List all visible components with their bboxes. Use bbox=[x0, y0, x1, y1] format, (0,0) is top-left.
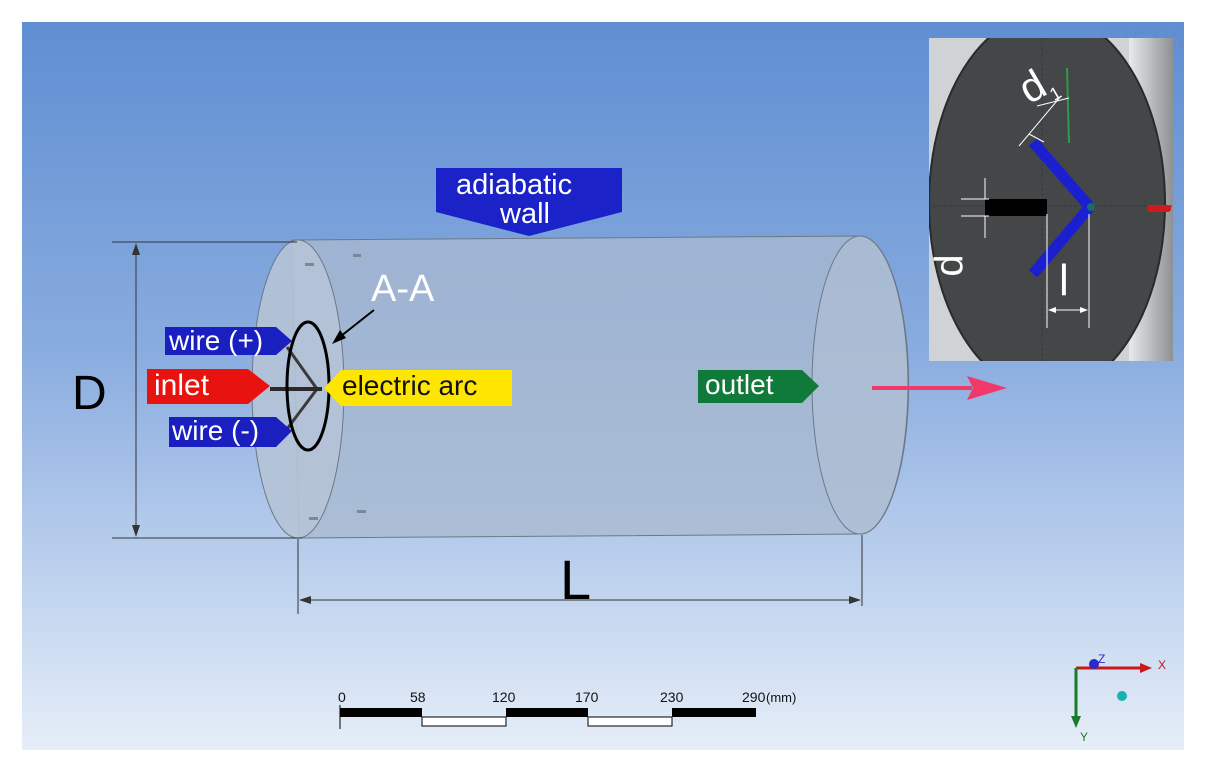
inlet-label: inlet bbox=[154, 369, 210, 402]
cylinder-drawing bbox=[112, 168, 1007, 614]
wire-positive-label: wire (+) bbox=[169, 325, 264, 356]
axis-z-label: Z bbox=[1098, 652, 1106, 666]
wire-negative-tag bbox=[169, 417, 292, 447]
adiabatic-wall-label-line1: adiabatic bbox=[456, 169, 573, 201]
scale-tick-120: 120 bbox=[492, 689, 516, 705]
inset-d-label: d bbox=[929, 254, 972, 277]
diameter-label: D bbox=[72, 367, 107, 420]
scale-tick-170: 170 bbox=[575, 689, 599, 705]
outlet-face bbox=[811, 235, 909, 535]
inlet-tag bbox=[147, 369, 270, 404]
axis-x-label: X bbox=[1158, 658, 1167, 672]
scale-unit: (mm) bbox=[766, 690, 797, 705]
section-label: A-A bbox=[371, 268, 435, 310]
scale-tick-0: 0 bbox=[338, 689, 346, 705]
outlet-label: outlet bbox=[705, 369, 774, 400]
electric-arc-label: electric arc bbox=[342, 370, 478, 401]
outlet-tag bbox=[698, 370, 819, 403]
adiabatic-wall-label-line2: wall bbox=[500, 198, 550, 230]
axis-triad: X Z Y bbox=[1062, 652, 1172, 747]
scale-tick-290: 290 bbox=[742, 689, 766, 705]
inset-wire-positive bbox=[1028, 138, 1094, 210]
length-label: L bbox=[560, 548, 592, 611]
section-inset: d1 d l bbox=[929, 38, 1173, 361]
model-viewport: adiabatic wall A-A wire (+) inlet wire (… bbox=[22, 22, 1184, 750]
scale-tick-230: 230 bbox=[660, 689, 684, 705]
inset-wire-negative bbox=[1028, 204, 1094, 278]
axis-y-label: Y bbox=[1080, 730, 1089, 744]
wire-positive-rod bbox=[285, 346, 319, 390]
wire-positive-tag bbox=[165, 327, 292, 355]
inset-l-label: l bbox=[1059, 256, 1069, 305]
scale-bar bbox=[338, 705, 758, 729]
electric-arc-tag bbox=[324, 370, 512, 406]
inset-inlet-pipe bbox=[985, 199, 1047, 216]
scale-tick-58: 58 bbox=[410, 689, 426, 705]
adiabatic-wall-tag bbox=[436, 168, 622, 236]
wire-negative-label: wire (-) bbox=[172, 415, 260, 446]
